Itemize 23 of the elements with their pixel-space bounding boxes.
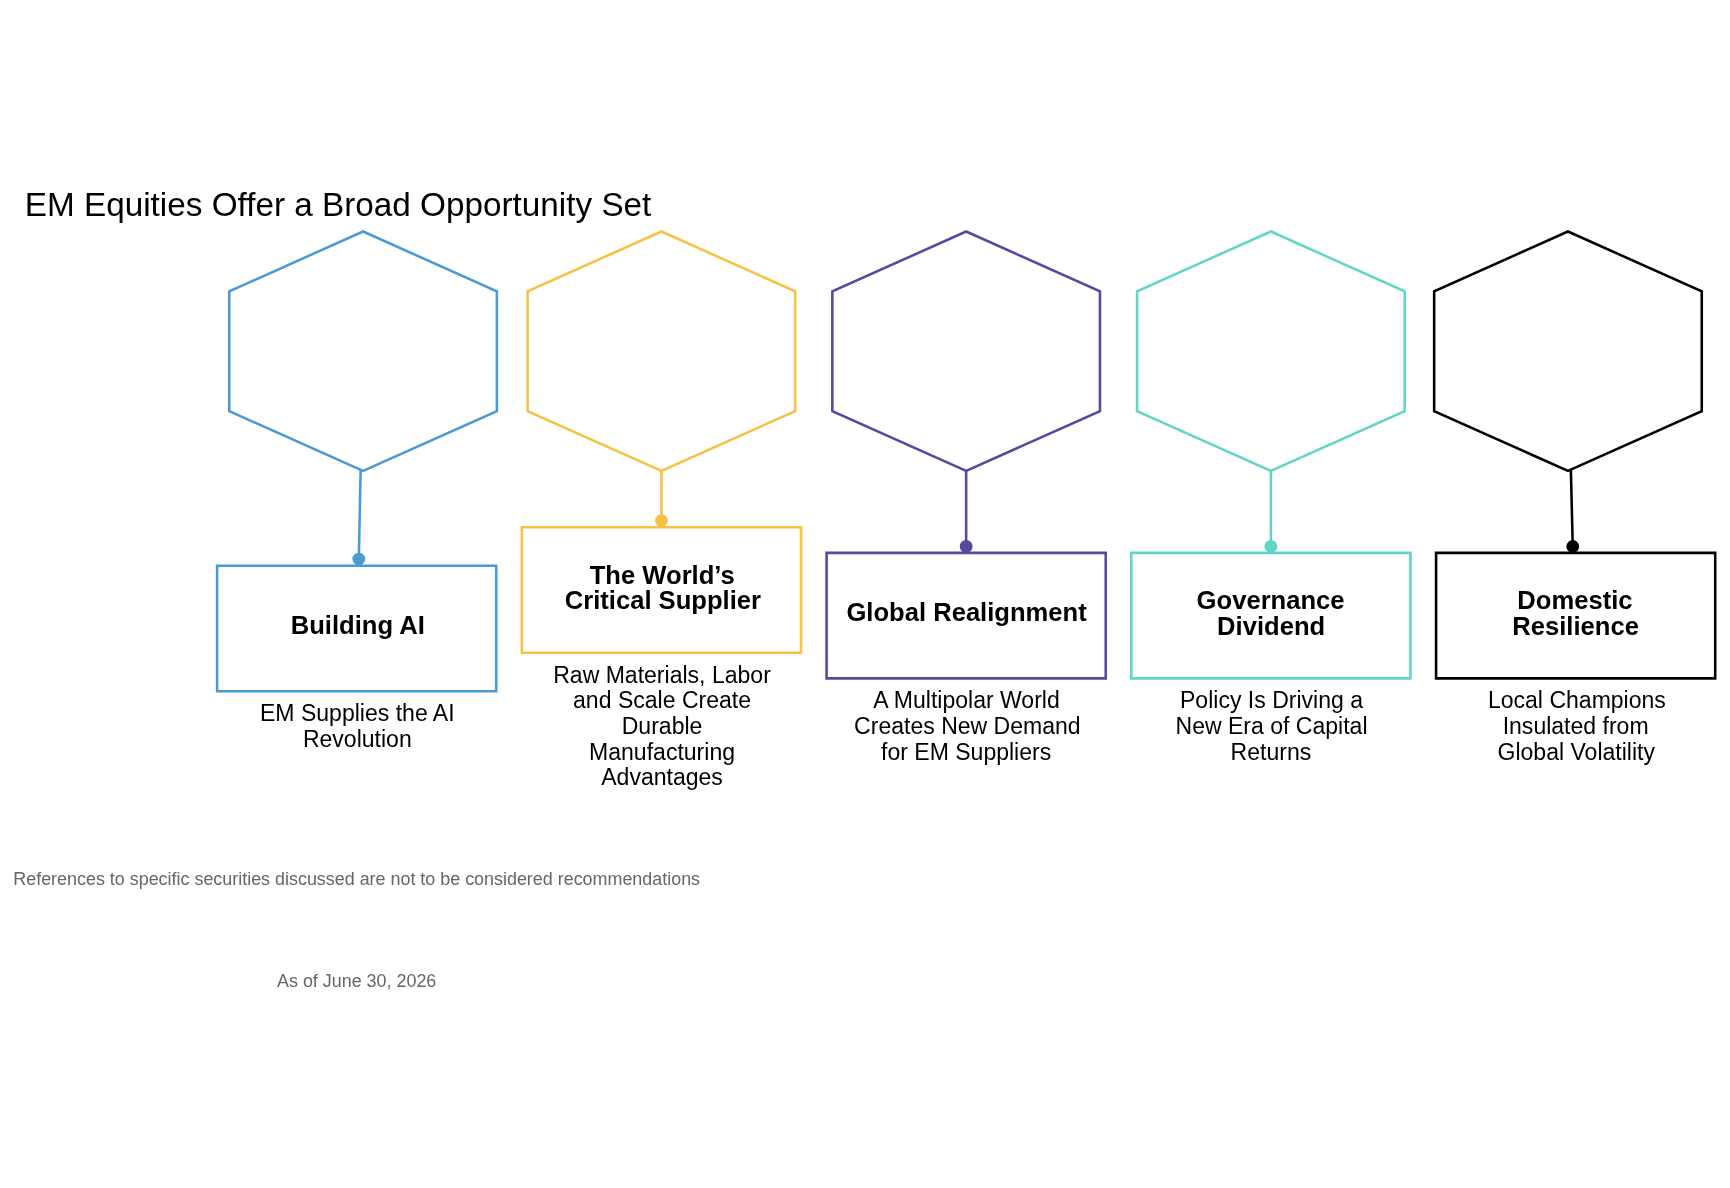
node-label: Raw Materials, Labor and Scale Create Durable Manufacturing Advantages — [553, 661, 771, 790]
node-box: Domestic Resilience — [1434, 551, 1717, 680]
node-label: Policy Is Driving a New Era of Capital Returns — [1175, 686, 1368, 765]
node-box: The World’s Critical Supplier — [520, 525, 803, 654]
node-label: Local Champions Insulated from Global Volatility — [1487, 686, 1666, 765]
node-box: Governance Dividend — [1130, 551, 1412, 680]
node-hexagon — [831, 229, 1102, 472]
node-hexagon — [1432, 229, 1704, 472]
node-label: A Multipolar World Creates New Demand for EM Suppliers — [854, 686, 1081, 765]
node-box: Building AI — [215, 563, 498, 692]
connector — [1566, 469, 1580, 553]
diagram-title: EM Equities Offer a Broad Opportunity Set — [24, 185, 652, 223]
node-box: Global Realignment — [825, 551, 1107, 680]
node-hexagon — [526, 229, 797, 472]
node-hexagon — [228, 229, 499, 472]
connector — [352, 469, 366, 565]
connector — [655, 470, 668, 527]
connector — [1264, 470, 1278, 553]
label: As of June 30, 2026 — [277, 970, 437, 991]
connector — [959, 470, 973, 553]
node-hexagon — [1135, 229, 1406, 472]
node-label: EM Supplies the AI Revolution — [260, 699, 455, 752]
label: References to specific securities discussed are not to be considered recommendations — [13, 868, 701, 889]
